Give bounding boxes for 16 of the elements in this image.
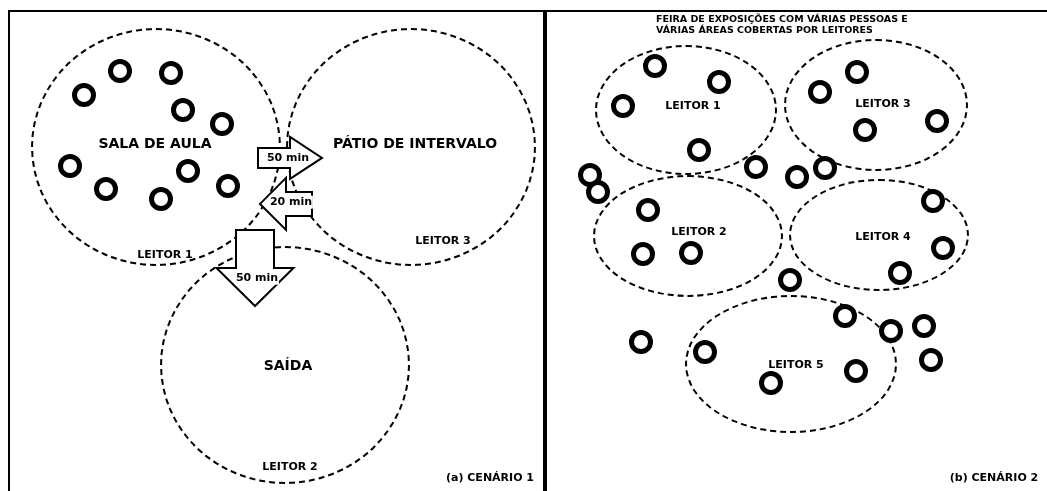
panel-caption: (b) CENÁRIO 2 [949, 471, 1039, 485]
reader-label: LEITOR 3 [415, 234, 471, 248]
panel-title: FEIRA DE EXPOSIÇÕES COM VÁRIAS PESSOAS E VÁRIAS ÁREAS COBERTAS POR LEITORES [656, 14, 909, 36]
zone-label: SAÍDA [263, 356, 313, 374]
reader-label: LEITOR 3 [855, 97, 911, 111]
zone-label: PÁTIO DE INTERVALO [332, 134, 498, 152]
reader-label: LEITOR 5 [768, 358, 824, 372]
edge-label: 50 min [234, 271, 280, 285]
reader-label: LEITOR 1 [665, 99, 721, 113]
reader-label: LEITOR 2 [262, 460, 318, 474]
panel-caption: (a) CENÁRIO 1 [446, 471, 534, 485]
reader-label: LEITOR 1 [137, 248, 193, 262]
zone-label: SALA DE AULA [98, 134, 212, 152]
reader-label: LEITOR 2 [671, 225, 727, 239]
edge-label: 20 min [268, 195, 314, 209]
reader-label: LEITOR 4 [855, 230, 911, 244]
